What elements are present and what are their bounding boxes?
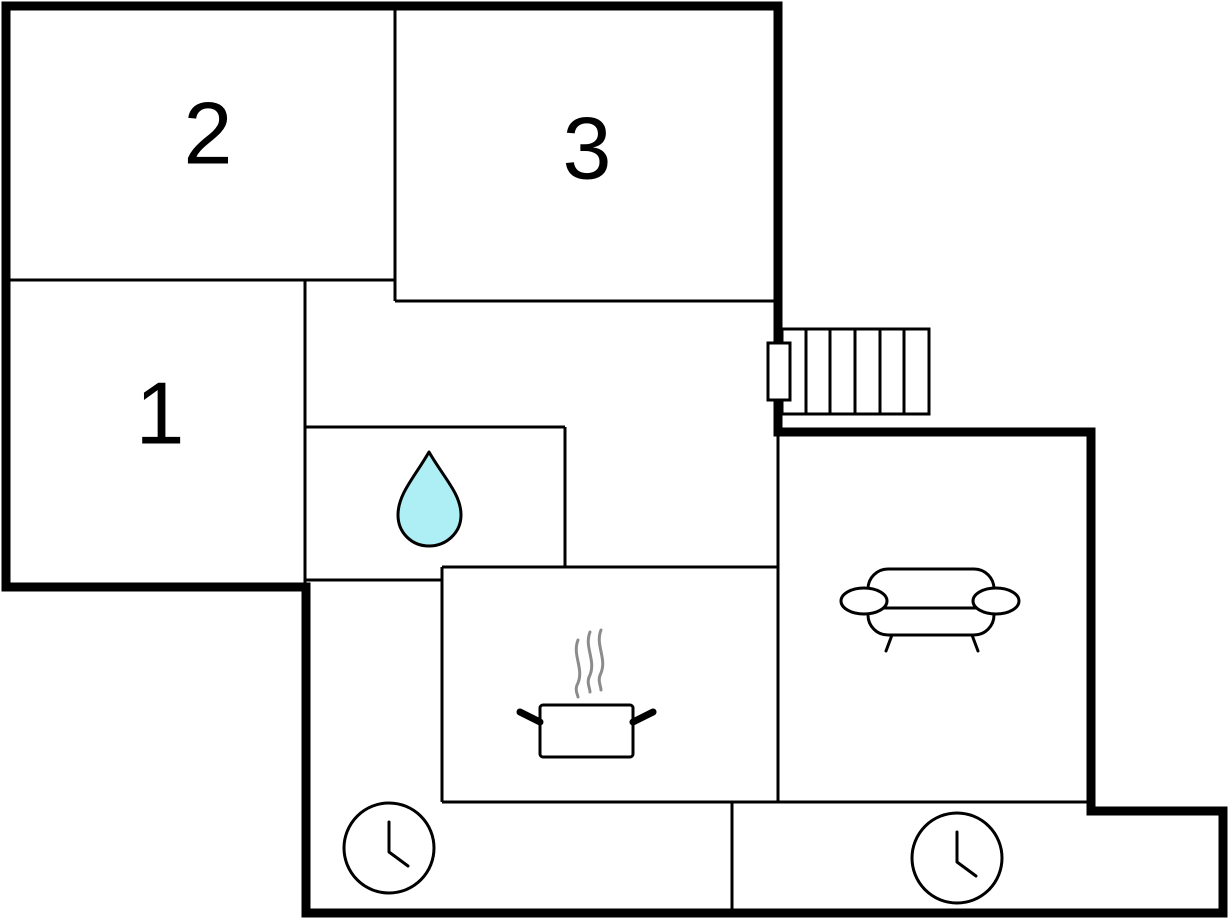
- room-2-label: 2: [184, 83, 233, 182]
- cooking-pot-icon: [516, 628, 657, 759]
- entrance-door: [766, 341, 792, 402]
- water-drop-icon: [396, 450, 463, 548]
- clock-icon: [342, 801, 436, 895]
- interior-walls: [6, 6, 1091, 913]
- staircase-icon: [766, 327, 931, 416]
- clock-icon: [910, 811, 1004, 905]
- room-1-label: 1: [136, 363, 185, 462]
- sofa-icon: [839, 567, 1021, 653]
- room-3-label: 3: [563, 98, 612, 197]
